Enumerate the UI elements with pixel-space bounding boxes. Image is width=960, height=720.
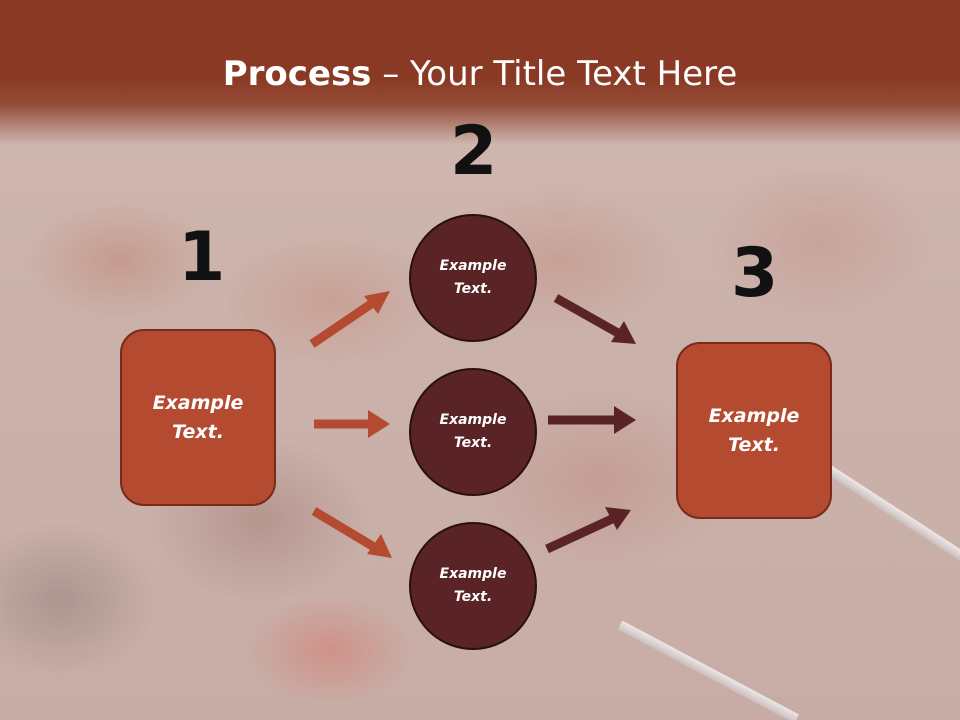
title-bold: Process [222,54,372,94]
arrow-head [611,321,636,344]
step-2b-circle[interactable]: Example Text. [409,368,537,496]
arrow-2c-to-3 [545,507,631,554]
step-3-box[interactable]: Example Text. [676,342,832,519]
arrow-shaft [553,294,621,337]
arrow-1-to-2a [309,291,390,348]
arrow-head [364,291,390,314]
step-1-label: Example Text. [152,391,244,443]
arrow-head [368,410,390,438]
step-3-label: Example Text. [708,404,800,456]
step-2a-label: Example Text. [439,258,507,297]
arrow-head [605,507,631,530]
step-number-3: 3 [731,234,779,313]
arrow-1-to-2c [311,507,392,558]
arrow-1-to-2b [314,410,390,438]
arrow-2a-to-3 [553,294,636,344]
title-band [0,0,960,145]
step-number-2: 2 [450,112,498,191]
arrow-shaft [309,298,377,348]
slide-title: Process – Your Title Text Here [0,54,960,94]
step-2b-label: Example Text. [439,412,507,451]
arrow-shaft [545,514,614,554]
arrow-shaft [311,507,377,551]
step-2c-circle[interactable]: Example Text. [409,522,537,650]
arrow-2b-to-3 [548,406,636,434]
arrow-head [367,534,392,558]
step-number-1: 1 [178,218,226,297]
step-2c-label: Example Text. [439,566,507,605]
step-2a-circle[interactable]: Example Text. [409,214,537,342]
step-1-box[interactable]: Example Text. [120,329,276,506]
arrow-head [614,406,636,434]
title-rest: – Your Title Text Here [371,54,738,94]
